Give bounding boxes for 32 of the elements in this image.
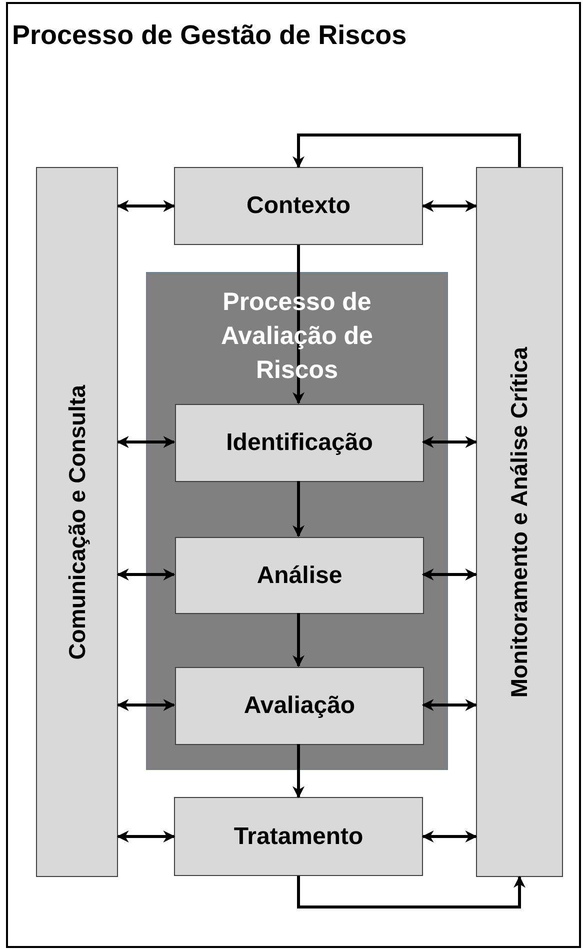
arrow (422, 568, 478, 580)
process-box (174, 797, 423, 876)
box-label: Avaliação (244, 691, 356, 721)
arrow (292, 134, 521, 168)
box-label: Análise (256, 560, 342, 590)
arrow (422, 699, 478, 711)
bar-label: Monitoramento e Análise Crítica (505, 346, 534, 698)
arrow (422, 830, 478, 842)
arrow (292, 613, 304, 668)
arrow (116, 568, 176, 580)
side-bar (36, 167, 118, 877)
arrow (292, 744, 304, 798)
arrow (297, 876, 526, 908)
process-box (174, 167, 423, 245)
box-label: Identificação (226, 428, 373, 458)
process-box (175, 404, 424, 482)
arrow (116, 830, 176, 842)
arrow (422, 436, 478, 448)
box-label: Contexto (246, 191, 350, 221)
process-box (175, 537, 424, 614)
arrow (292, 245, 304, 404)
process-box (175, 667, 424, 745)
arrow (422, 200, 478, 212)
arrow (116, 200, 176, 212)
bar-label: Comunicação e Consulta (62, 384, 91, 660)
assessment-group-panel (146, 272, 448, 770)
arrow (116, 699, 176, 711)
side-bar (476, 167, 563, 877)
arrow (116, 436, 176, 448)
arrow (292, 481, 304, 538)
title: Processo de Gestão de Riscos (12, 19, 407, 52)
box-label: Tratamento (234, 822, 364, 852)
